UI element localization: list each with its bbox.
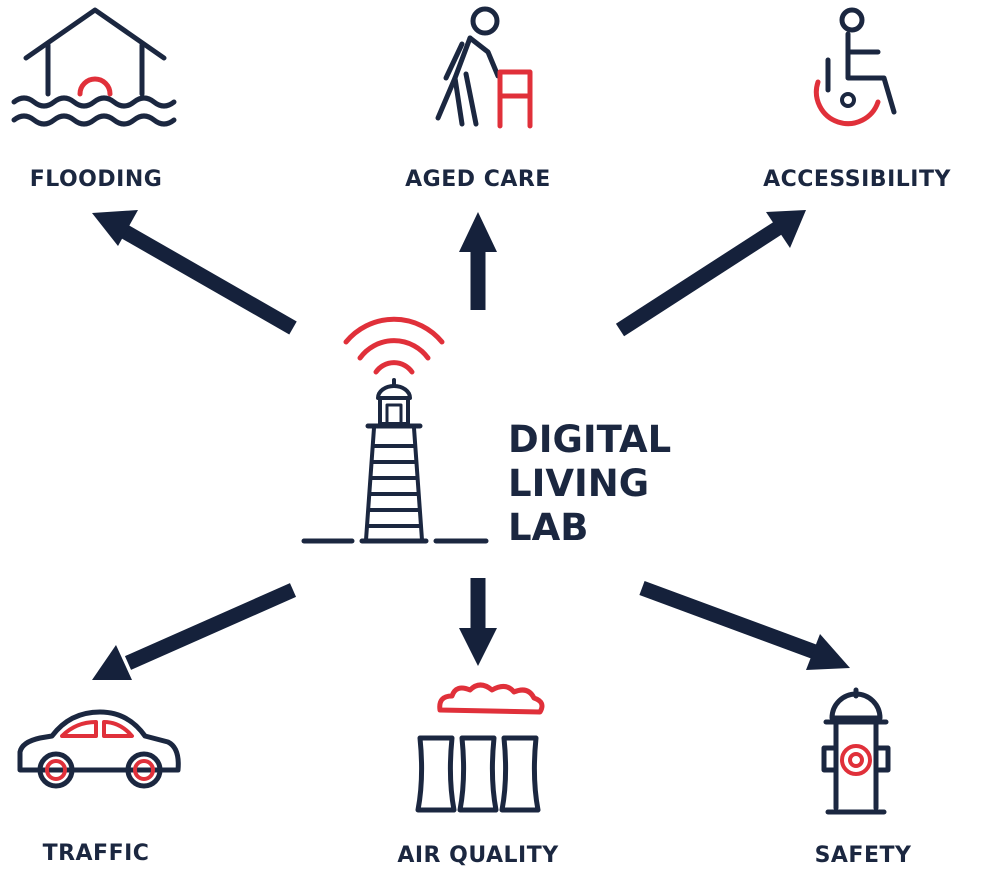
lighthouse-icon [301, 316, 489, 544]
hub-title-line-2: LIVING [508, 462, 649, 505]
elderly-walker-icon [435, 6, 533, 129]
node-label-accessibility: ACCESSIBILITY [763, 167, 951, 192]
wheelchair-icon [813, 7, 897, 127]
arrow-to-air-quality [459, 578, 497, 666]
cooling-towers-icon [415, 682, 545, 813]
arrow-to-accessibility [615, 210, 806, 337]
fire-hydrant-icon [821, 687, 891, 815]
car-icon [17, 709, 181, 789]
node-label-air-quality: AIR QUALITY [397, 843, 559, 868]
arrow-to-aged-care [459, 212, 497, 310]
node-label-traffic: TRAFFIC [43, 841, 150, 866]
node-label-flooding: FLOODING [30, 167, 163, 192]
arrow-to-safety [639, 580, 850, 670]
node-label-aged-care: AGED CARE [405, 167, 551, 192]
hub-title-line-1: DIGITAL [508, 418, 671, 461]
hub-title-line-3: LAB [508, 506, 588, 549]
arrow-to-traffic [92, 583, 297, 680]
flooded-house-icon [11, 7, 177, 127]
arrow-to-flooding [92, 210, 297, 335]
node-label-safety: SAFETY [815, 843, 912, 868]
